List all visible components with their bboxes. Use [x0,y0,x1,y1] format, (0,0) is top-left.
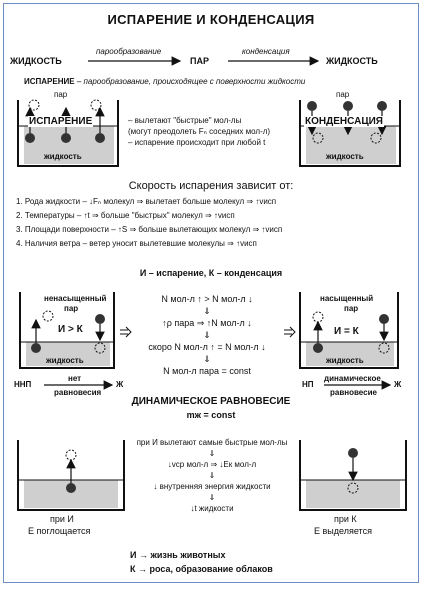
unsaturated-liquid: жидкость [46,356,84,365]
bottom-chain-1: при И вылетают самые быстрые мол-лы [136,438,288,447]
unsaturated-label-2: пар [64,304,79,313]
bottom-left-caption-1: при И [50,514,74,524]
left-vessel-label: ИСПАРЕНИЕ [28,116,94,127]
legend-line: И – испарение, К – конденсация [139,268,283,278]
diagram-graphics [17,56,407,511]
page-title: ИСПАРЕНИЕ И КОНДЕНСАЦИЯ [107,12,315,27]
flow-vapor: ПАР [190,56,209,66]
example-condensation: К → роса, образование облаков [130,564,273,574]
axis-saturated-right: Ж [394,380,402,389]
speed-heading: Скорость испарения зависит от: [128,180,294,192]
chain-arrow-1: ⇓ [203,306,211,316]
speed-item-4: 4. Наличия ветра – ветер уносит вылетевш… [16,239,257,248]
speed-item-3: 3. Площади поверхности – ↑S ⇒ больше выл… [16,225,283,234]
saturated-liquid: жидкость [326,356,364,365]
right-vessel-liquid-label: жидкость [326,152,364,161]
axis-unsaturated-label-2: равновесия [54,388,102,397]
axis-saturated-label-2: равновесие [330,388,377,397]
saturated-relation: И = К [334,326,359,337]
saturated-vessel [299,292,399,369]
axis-saturated-left: НП [302,380,314,389]
axis-unsaturated-right: Ж [116,380,124,389]
bottom-chain-arrow-2: ⇓ [208,471,216,480]
flow-label-condensation: конденсация [242,47,290,56]
note-line-2: (могут преодолеть Fₙ соседних мол-л) [128,127,271,136]
saturated-label-2: пар [344,304,359,313]
bottom-chain-arrow-1: ⇓ [208,449,216,458]
left-vessel-vapor-label: пар [54,90,68,99]
definition-term: ИСПАРЕНИЕ [24,77,75,86]
definition: ИСПАРЕНИЕ – парообразование, происходяще… [24,77,305,86]
unsaturated-label-1: ненасыщенный [44,294,107,303]
speed-item-1: 1. Рода жидкости – ↓Fₙ молекул ⇒ вылетае… [16,197,277,206]
axis-unsaturated-left: ННП [14,380,32,389]
chain-4: N мол-л пара = const [163,366,251,376]
saturated-label-1: насыщенный [320,294,374,303]
bottom-chain-arrow-3: ⇓ [208,493,216,502]
example-evaporation: И → жизнь животных [130,550,226,560]
chain-arrow-3: ⇓ [203,354,211,364]
note-line-3: – испарение происходит при любой t [128,138,266,147]
bottom-chain-3: ↓ внутренняя энергия жидкости [153,482,271,491]
bottom-chain-4: ↓t жидкости [190,504,234,513]
right-vessel-label: КОНДЕНСАЦИЯ [304,116,384,127]
axis-saturated-label-1: динамическое [324,374,381,383]
bottom-left-caption-2: E поглощается [28,526,91,536]
left-vessel-liquid-label: жидкость [44,152,82,161]
implies-arrow-right [284,326,296,338]
flow-label-vaporization: парообразование [96,47,162,56]
page: ИСПАРЕНИЕ И КОНДЕНСАЦИЯ ЖИДКОСТЬ парообр… [3,3,419,583]
chain-2: ↑ρ пара ⇒ ↑N мол-л ↓ [162,318,252,328]
implies-arrow-left [120,326,132,338]
flow-liquid-right: ЖИДКОСТЬ [326,56,378,66]
bottom-right-vessel [299,440,407,511]
bottom-right-caption-2: E выделяется [314,526,372,536]
bottom-right-caption-1: при К [334,514,357,524]
axis-unsaturated-label-1: нет [68,374,82,383]
chain-arrow-2: ⇓ [203,330,211,340]
note-line-1: – вылетают "быстрые" мол-лы [128,116,242,125]
flow-liquid-left: ЖИДКОСТЬ [10,56,62,66]
speed-item-2: 2. Температуры – ↑t ⇒ больше "быстрых" м… [16,211,235,220]
bottom-chain-2: ↓vср мол-л ⇒ ↓Eк мол-л [167,460,257,469]
unsaturated-relation: И > К [58,324,83,335]
dynamic-heading: ДИНАМИЧЕСКОЕ РАВНОВЕСИЕ [131,396,291,407]
right-vessel-vapor-label: пар [336,90,350,99]
unsaturated-vessel [19,292,115,369]
bottom-left-vessel [17,440,125,511]
chain-3: скоро N мол-л ↑ = N мол-л ↓ [148,342,266,352]
chain-1: N мол-л ↑ > N мол-л ↓ [161,294,253,304]
definition-text: – парообразование, происходящее с поверх… [74,77,306,86]
dynamic-formula: mж = const [186,410,236,420]
